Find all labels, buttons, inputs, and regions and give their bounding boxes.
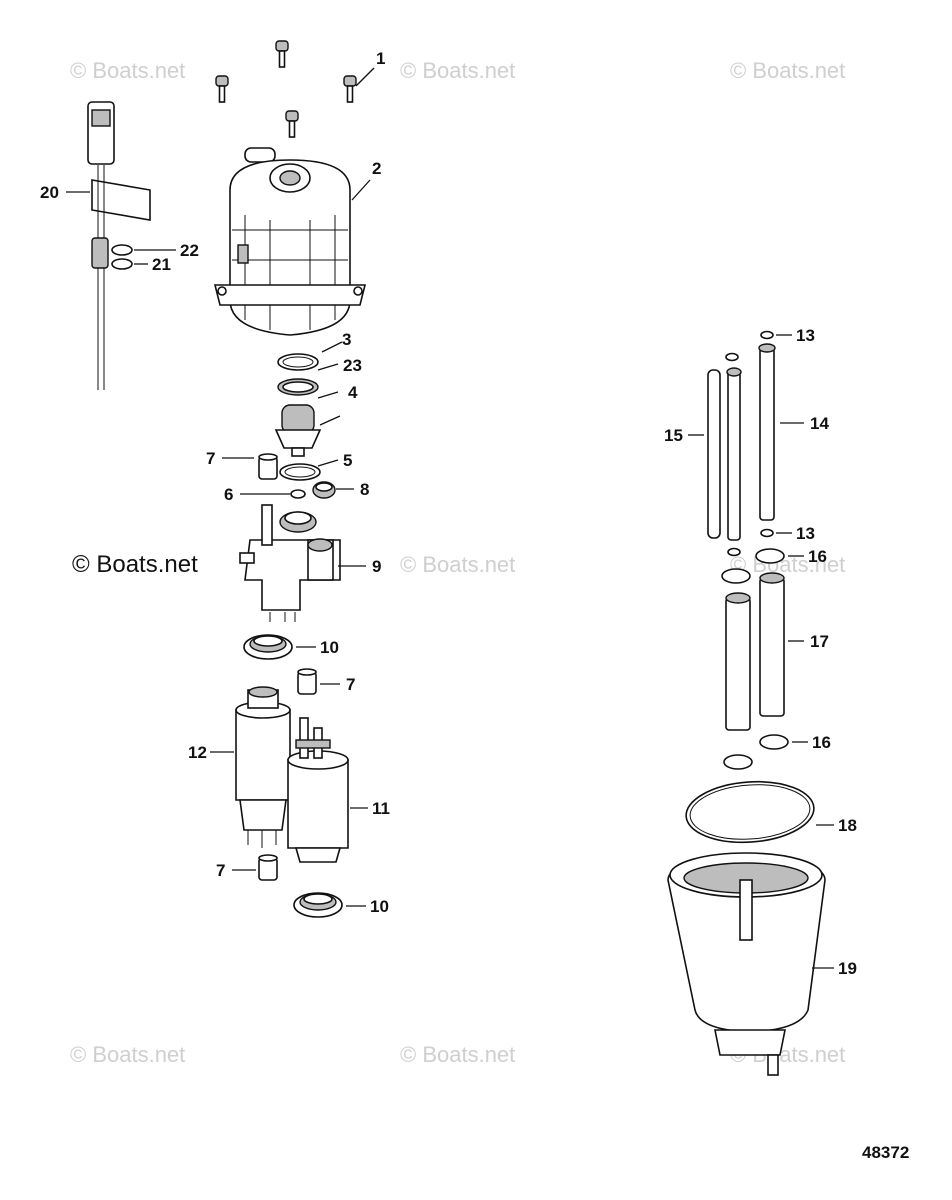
callout-3: 3 [342,330,351,349]
callout-14: 14 [810,414,829,433]
o-rings-part-21-22 [111,244,133,270]
callout-13-top: 13 [796,326,815,345]
callout-9: 9 [372,557,381,576]
callout-10-upper: 10 [320,638,339,657]
callout-4: 4 [348,383,358,402]
figure-number: 48372 [862,1143,909,1162]
fuel-pump-part-12 [235,686,291,848]
watermark-top-right: © Boats.net [730,58,845,83]
watermark-bottom-left: © Boats.net [70,1042,185,1067]
callout-19: 19 [838,959,857,978]
callout-11: 11 [372,799,390,818]
callout-5: 5 [343,451,352,470]
seals-part-16 [721,548,789,770]
callout-7-lower: 7 [216,861,225,880]
screws-part-1 [215,40,357,138]
callout-16-lower: 16 [812,733,831,752]
watermark-bottom-center: © Boats.net [400,1042,515,1067]
tubes-part-17 [725,572,785,731]
leader-lines [66,67,834,969]
callout-1: 1 [376,49,385,68]
callout-8: 8 [360,480,369,499]
tube-part-14 [758,343,776,521]
callout-13-bottom: 13 [796,524,815,543]
seals-group [258,353,336,499]
callout-17: 17 [810,632,829,651]
callout-2: 2 [372,159,381,178]
wire-harness-part-20 [87,101,151,390]
callout-6: 6 [224,485,233,504]
callout-10-lower: 10 [370,897,389,916]
callout-7-middle: 7 [346,675,355,694]
o-rings-part-13 [725,330,774,557]
fuel-pump-part-11 [287,717,349,863]
watermark-top-left: © Boats.net [70,58,185,83]
tube-part-15 [707,369,721,539]
watermark-mid-left: © Boats.net [72,551,198,578]
fuel-cooler-cover-part-2 [213,147,367,336]
callout-16-upper: 16 [808,547,827,566]
tube-part-14-left [726,367,742,541]
bowl-part-19 [667,852,826,1076]
spacer-part-7-middle [297,668,317,695]
callout-18: 18 [838,816,857,835]
watermark-mid-center: © Boats.net [400,552,515,577]
callout-21: 21 [152,255,171,274]
watermark-top-center: © Boats.net [400,58,515,83]
callout-12: 12 [188,743,207,762]
callout-22: 22 [180,241,199,260]
callout-20: 20 [40,183,59,202]
grommet-part-10-upper [243,634,293,660]
grommet-part-10-lower [293,892,343,918]
callout-15: 15 [664,426,683,445]
callout-23: 23 [343,356,362,375]
pump-bracket-part-9 [239,504,341,622]
callout-labels: 1 2 3 23 4 5 7 6 8 9 10 7 12 11 7 10 20 … [40,49,857,978]
callout-7-top: 7 [206,449,215,468]
spacer-part-7-lower [258,854,278,881]
gasket-part-18 [685,780,815,844]
